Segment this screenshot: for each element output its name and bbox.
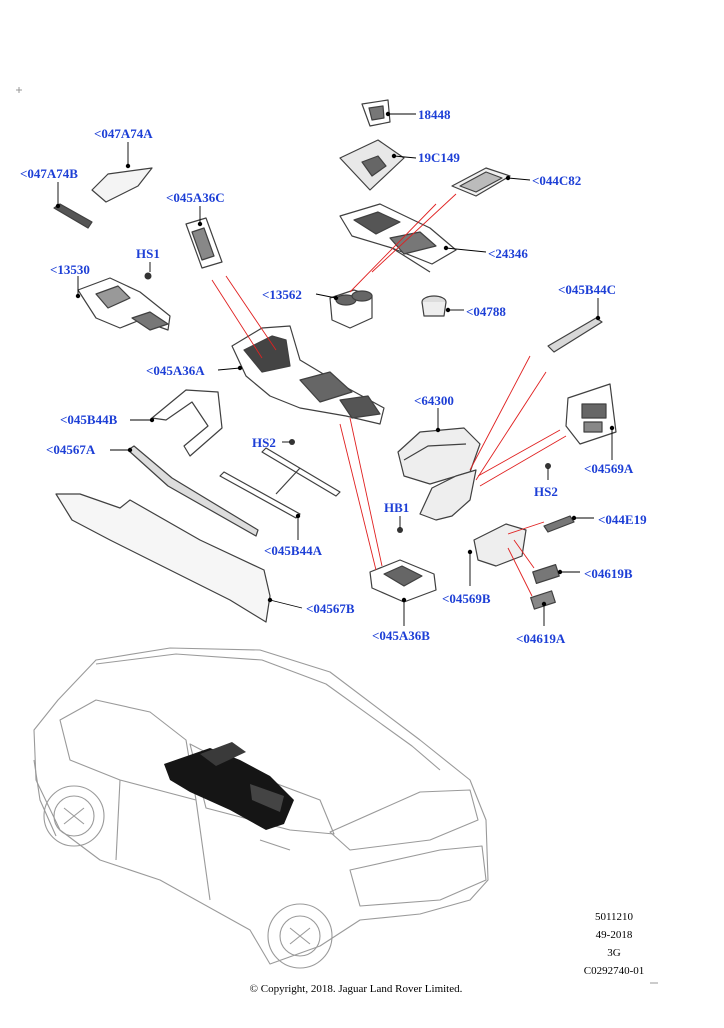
meta-line-1: 5011210: [595, 911, 634, 923]
label-045A36A[interactable]: <045A36A: [146, 363, 205, 378]
label-045A36B[interactable]: <045A36B: [372, 628, 430, 643]
copyright-notice: © Copyright, 2018. Jaguar Land Rover Lim…: [250, 983, 463, 995]
part-045B44A-shape: [219, 447, 341, 519]
part-045A36A-shape: [231, 325, 385, 425]
part-047A74B-shape: [53, 203, 93, 229]
part-04619B-shape: [532, 563, 560, 585]
part-24346-shape: [339, 203, 457, 273]
label-04567A[interactable]: <04567A: [46, 442, 96, 457]
part-045A36C-shape: [185, 217, 223, 269]
label-24346[interactable]: <24346: [488, 246, 528, 261]
label-045B44C[interactable]: <045B44C: [558, 282, 616, 297]
fasteners: [144, 272, 551, 533]
part-64300-shape: [397, 427, 481, 485]
drawing-metadata: 5011210 49-2018 3G C0292740-01: [584, 911, 645, 977]
part-04619A-shape: [530, 590, 556, 610]
part-labels: 18448 19C149 <044C82 <047A74A <047A74B <…: [20, 107, 647, 646]
part-armrest-hinge-shape: [419, 469, 477, 521]
label-044C82[interactable]: <044C82: [532, 173, 581, 188]
label-045B44B[interactable]: <045B44B: [60, 412, 118, 427]
part-047A74A-shape: [91, 167, 153, 203]
part-18448-shape: [361, 99, 391, 127]
corner-marks: [16, 87, 658, 984]
part-045A36B-shape: [369, 559, 437, 603]
part-04788-shape: [421, 295, 447, 317]
label-04788[interactable]: <04788: [466, 304, 506, 319]
label-04567B[interactable]: <04567B: [306, 601, 355, 616]
label-hs1[interactable]: HS1: [136, 246, 160, 261]
part-045B44C-shape: [547, 317, 603, 353]
part-044C82-shape: [451, 167, 511, 197]
label-04619A[interactable]: <04619A: [516, 631, 566, 646]
meta-line-3: 3G: [607, 947, 621, 959]
part-13562-shape: [329, 289, 373, 329]
label-047A74B[interactable]: <047A74B: [20, 166, 78, 181]
label-04569A[interactable]: <04569A: [584, 461, 634, 476]
label-18448[interactable]: 18448: [418, 107, 451, 122]
fastener-hb1: [397, 527, 403, 533]
label-hs2-left[interactable]: HS2: [252, 435, 276, 450]
part-045B44B-shape: [151, 389, 223, 457]
leader-lines: [57, 113, 613, 626]
label-047A74A[interactable]: <047A74A: [94, 126, 153, 141]
part-04569B-shape: [473, 523, 527, 567]
label-13530[interactable]: <13530: [50, 262, 90, 277]
part-044E19-shape: [543, 515, 575, 533]
vehicle-console-highlight: [164, 742, 294, 830]
part-04567B-shape: [55, 493, 271, 623]
leader-dots: [55, 111, 615, 607]
label-64300[interactable]: <64300: [414, 393, 454, 408]
meta-line-2: 49-2018: [596, 929, 633, 941]
callout-lines: [211, 193, 567, 597]
meta-line-4: C0292740-01: [584, 965, 645, 977]
label-04569B[interactable]: <04569B: [442, 591, 491, 606]
fastener-hs2-right: [545, 463, 551, 469]
label-045A36C[interactable]: <045A36C: [166, 190, 225, 205]
label-19C149[interactable]: 19C149: [418, 150, 460, 165]
label-044E19[interactable]: <044E19: [598, 512, 647, 527]
label-hs2-right[interactable]: HS2: [534, 484, 558, 499]
label-hb1[interactable]: HB1: [384, 500, 409, 515]
label-045B44A[interactable]: <045B44A: [264, 543, 323, 558]
part-13530-shape: [77, 277, 171, 331]
fastener-hs2-left: [289, 439, 295, 445]
part-04567A-shape: [127, 445, 259, 537]
part-04569A-shape: [565, 383, 617, 445]
part-19C149-shape: [339, 139, 405, 191]
label-04619B[interactable]: <04619B: [584, 566, 633, 581]
fastener-hs1: [144, 272, 152, 280]
label-13562[interactable]: <13562: [262, 287, 302, 302]
